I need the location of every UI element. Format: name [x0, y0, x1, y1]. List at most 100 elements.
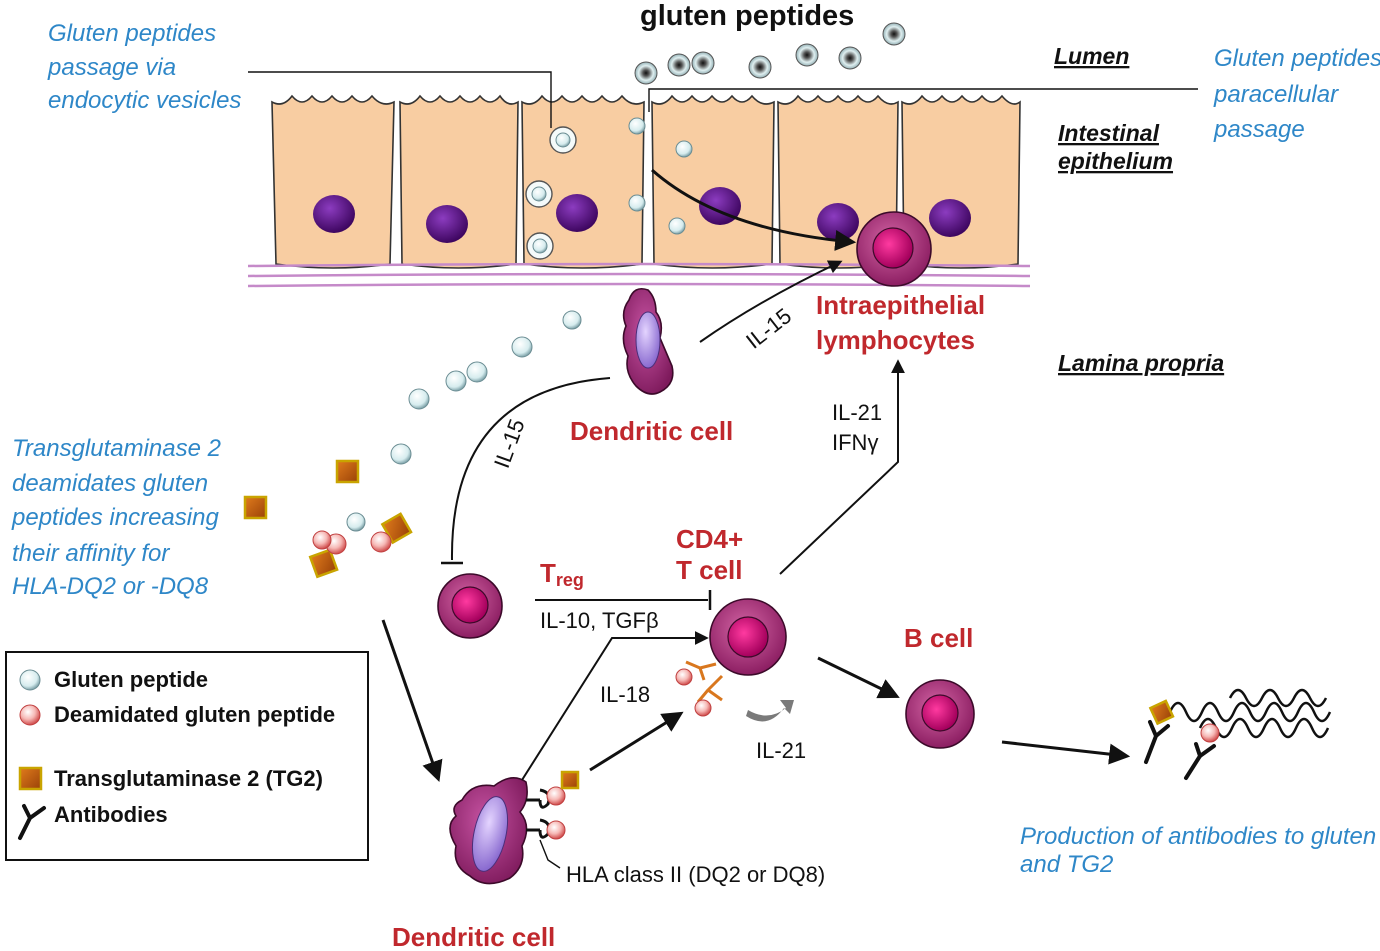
endocytic-note-line-1: Gluten peptides [48, 20, 216, 47]
il15-arrow-to-iel [699, 260, 843, 343]
iel-label-line-1: Intraepithelial [816, 290, 985, 320]
lumen-label: Lumen [1054, 43, 1129, 69]
lumen-gluten-peptide [748, 55, 772, 79]
il18-arrow [521, 631, 709, 781]
deamidated-peptide [546, 786, 566, 806]
peptide-to-dc-arrow [381, 619, 443, 782]
antigen-presentation-arrow [589, 711, 684, 772]
cd4-label-line-1: CD4+ [676, 524, 743, 554]
paracellular-leader-line [648, 88, 1198, 112]
treg-cell [437, 573, 503, 639]
deamidated-peptide [694, 699, 712, 717]
treg-label: Treg [540, 558, 584, 590]
collagen-coil [1228, 688, 1328, 708]
hla-class-ii [526, 770, 580, 869]
epithelial-cell [651, 94, 775, 269]
endocytic-note-line-2: passage via [47, 54, 176, 81]
tg2-icon [308, 548, 339, 579]
endocytic-leader-line [248, 71, 552, 128]
paracellular-arrow [651, 168, 857, 251]
gluten-peptide [562, 310, 582, 330]
tg2-note-line-5: HLA-DQ2 or -DQ8 [12, 573, 209, 600]
deamidated-peptide [1200, 723, 1220, 743]
antibody-production-cluster [1144, 688, 1332, 780]
dendritic-cell-bottom-label: Dendritic cell [392, 922, 555, 951]
lamina-peptide-trail [390, 310, 582, 465]
legend-label-gluten-peptide: Gluten peptide [54, 667, 208, 692]
paracellular-note-line-1: Gluten peptides [1214, 45, 1380, 72]
endocytic-note-line-3: endocytic vesicles [48, 87, 241, 114]
gluten-peptide [346, 512, 366, 532]
epithelial-nucleus [929, 199, 971, 237]
lumen-gluten-peptide [634, 61, 658, 85]
legend: Gluten peptide Deamidated gluten peptide… [5, 651, 369, 861]
epithelial-nucleus [426, 205, 468, 243]
epithelial-cell [271, 94, 395, 269]
legend-box [5, 651, 369, 861]
tg2-note-line-2: deamidates gluten [12, 470, 208, 497]
gluten-peptide [628, 194, 646, 212]
epithelium-label-line-2: epithelium [1058, 148, 1173, 174]
antibody-icon [18, 804, 46, 840]
tg2-note-line-1: Transglutaminase 2 [12, 435, 221, 462]
lumen-peptides [634, 22, 906, 85]
tg2-deamidation-cluster [243, 459, 413, 579]
cd4-to-bcell-arrow [817, 656, 900, 699]
gluten-peptide [445, 370, 467, 392]
epithelium-label-line-1: Intestinal [1058, 120, 1160, 146]
gluten-peptide [628, 117, 646, 135]
paracellular-note-line-3: passage [1213, 116, 1305, 143]
epithelial-nucleus [313, 195, 355, 233]
gluten-peptide [668, 217, 686, 235]
tg2-icon [243, 495, 268, 520]
vesicle-gluten-peptide [531, 186, 547, 202]
ifng-label: IFNγ [832, 430, 878, 455]
dendritic-cell-top-label: Dendritic cell [570, 416, 733, 446]
il21-label: IL-21 [832, 400, 882, 425]
il15-inhibition-curve [450, 377, 611, 561]
dendritic-cell-bottom [449, 777, 528, 885]
production-note-line-2: and TG2 [1020, 851, 1113, 878]
paracellular-peptides [628, 117, 693, 235]
production-note-line-1: Production of antibodies to gluten [1020, 823, 1376, 850]
t-cell-receptor [675, 660, 724, 717]
collagen-coil [1168, 701, 1332, 723]
vesicle-gluten-peptide [555, 132, 571, 148]
hla-leader-line [539, 839, 561, 869]
lumen-gluten-peptide [691, 51, 715, 75]
intestinal-epithelium [247, 94, 1031, 288]
tg2-icon [380, 512, 413, 545]
tg2-note-line-4: their affinity for [12, 540, 170, 567]
il10-tgfb-label: IL-10, TGFβ [540, 608, 659, 633]
bcell-label: B cell [904, 623, 973, 653]
intraepithelial-lymphocyte [856, 211, 932, 287]
tg2-icon [560, 770, 580, 790]
lumen-gluten-peptide [838, 46, 862, 70]
il21-loop-label: IL-21 [756, 738, 806, 763]
vesicle-gluten-peptide [532, 238, 548, 254]
collagen-coil [1198, 717, 1330, 739]
lumen-gluten-peptide [882, 22, 906, 46]
deamidated-peptide [546, 820, 566, 840]
epithelial-nucleus [556, 194, 598, 232]
deamidated-peptide [675, 668, 693, 686]
tg2-icon [18, 766, 43, 791]
gluten-peptide [408, 388, 430, 410]
lumen-gluten-peptide [795, 43, 819, 67]
dendritic-cell-top [622, 287, 674, 395]
antibody-icon [1184, 742, 1216, 780]
legend-label-antibodies: Antibodies [54, 802, 168, 827]
lumen-gluten-peptide [667, 53, 691, 77]
legend-label-deamidated-peptide: Deamidated gluten peptide [54, 702, 335, 727]
page-title: gluten peptides [640, 0, 854, 32]
cd4-t-cell [709, 598, 787, 676]
epithelial-cell [399, 94, 519, 269]
gluten-peptide [675, 140, 693, 158]
il21-loop-arrow [746, 700, 794, 722]
deamidated-peptide [370, 531, 392, 553]
hla-class-ii-label: HLA class II (DQ2 or DQ8) [566, 862, 825, 887]
deamidated-peptide-icon [19, 704, 41, 726]
gluten-peptide [390, 443, 412, 465]
tg2-icon [335, 459, 360, 484]
